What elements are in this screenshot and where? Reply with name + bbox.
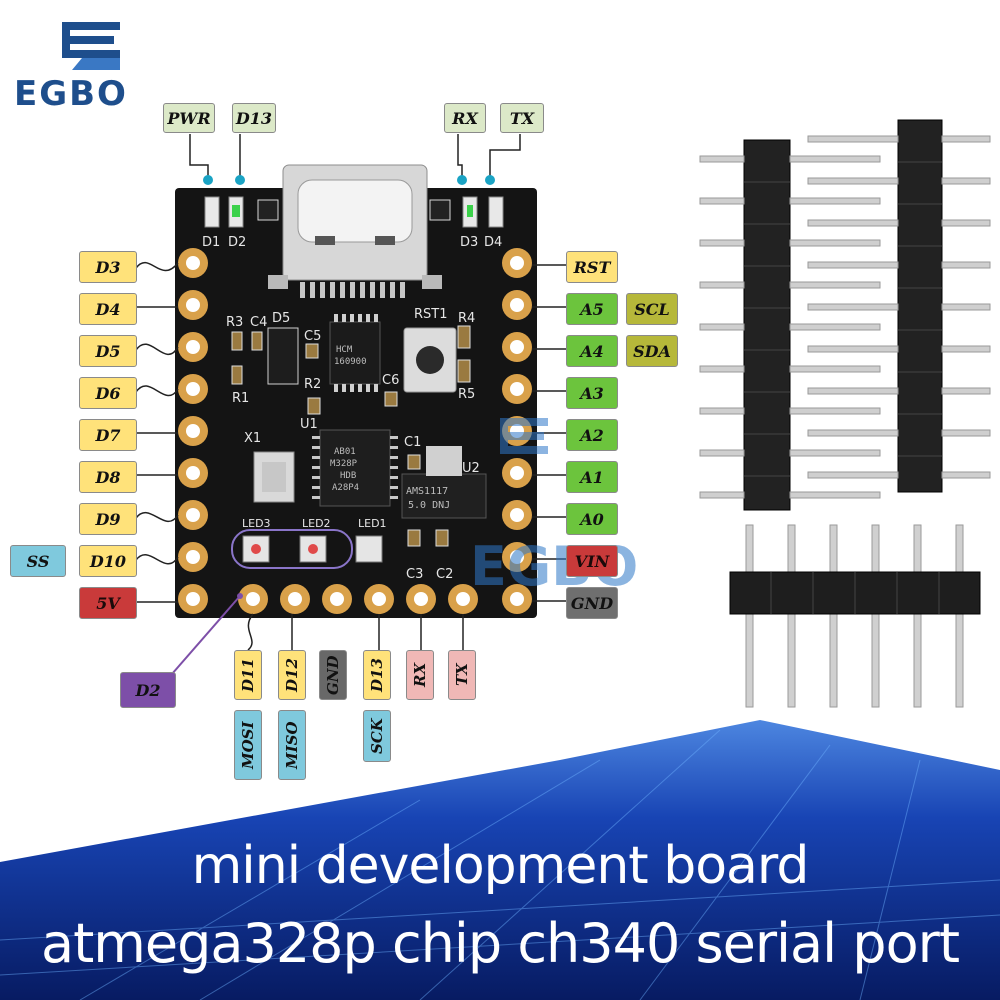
- silk-c3: C3: [406, 567, 423, 582]
- mcu-marking-3: HDB: [340, 471, 356, 481]
- pin-label-d10: D10: [79, 545, 137, 577]
- caption-background: [0, 720, 1000, 1000]
- pin-label-a1: A1: [566, 461, 618, 493]
- silk-d4: D4: [484, 235, 502, 250]
- pin-label-d3: D3: [79, 251, 137, 283]
- pin-label-rst: RST: [566, 251, 618, 283]
- pin-label-mosi: MOSI: [234, 710, 262, 780]
- pin-label-d6: D6: [79, 377, 137, 409]
- top-tx-label: TX: [500, 103, 544, 133]
- silk-c2: C2: [436, 567, 453, 582]
- silk-r5: R5: [458, 387, 475, 402]
- egbo-logo: EGBO: [14, 74, 128, 114]
- smd-components: [231, 314, 487, 569]
- caption-line-2: atmega328p chip ch340 serial port: [41, 912, 960, 975]
- pin-label-gnd-right: GND: [566, 587, 618, 619]
- pin-label-d12: D12: [278, 650, 306, 700]
- pwr-label: PWR: [163, 103, 215, 133]
- usb-chip-marking-1: HCM: [336, 345, 353, 355]
- pin-label-a4: A4: [566, 335, 618, 367]
- silk-r1: R1: [232, 391, 249, 406]
- silk-rst1: RST1: [414, 307, 448, 322]
- pin-header-tall: [743, 139, 791, 511]
- pin-label-gnd-bottom: GND: [319, 650, 347, 700]
- silk-c6: C6: [382, 373, 399, 388]
- pin-label-miso: MISO: [278, 710, 306, 780]
- top-d13-label: D13: [232, 103, 276, 133]
- pins-tall-2: [807, 135, 991, 479]
- mcu-marking-1: AB01: [334, 447, 356, 457]
- reg-marking-2: 5.0 DNJ: [408, 500, 450, 511]
- pin-header-tall-2: [897, 119, 943, 493]
- pin-label-ss: SS: [10, 545, 66, 577]
- pin-label-d11: D11: [234, 650, 262, 700]
- pin-label-a2: A2: [566, 419, 618, 451]
- silk-x1: X1: [244, 431, 261, 446]
- pin-label-d7: D7: [79, 419, 137, 451]
- silk-c5: C5: [304, 329, 321, 344]
- usb-chip-marking-2: 160900: [334, 357, 367, 367]
- left-pad-row: [178, 248, 208, 614]
- pin-label-a3: A3: [566, 377, 618, 409]
- silk-r2: R2: [304, 377, 321, 392]
- pin-label-scl: SCL: [626, 293, 678, 325]
- silk-d3: D3: [460, 235, 478, 250]
- silk-c1: C1: [404, 435, 421, 450]
- circuit-grid: [0, 729, 1000, 1000]
- pin-label-d13-bottom: D13: [363, 650, 391, 700]
- pin-label-5v: 5V: [79, 587, 137, 619]
- pin-label-d8: D8: [79, 461, 137, 493]
- silk-led3: LED3: [242, 517, 271, 530]
- pin-label-sck: SCK: [363, 710, 391, 762]
- reg-marking-1: AMS1117: [406, 486, 448, 497]
- silk-u1: U1: [300, 417, 318, 432]
- top-rx-label: RX: [444, 103, 486, 133]
- silk-r4: R4: [458, 311, 475, 326]
- silk-r3: R3: [226, 315, 243, 330]
- pin-label-a5: A5: [566, 293, 618, 325]
- top-leds: [204, 196, 504, 228]
- usb-c-connector: [268, 164, 442, 298]
- silk-u2: U2: [462, 461, 480, 476]
- caption-line-1: mini development board: [191, 836, 810, 896]
- pin-label-rx-bottom: RX: [406, 650, 434, 700]
- d2-pointer-line: [164, 595, 241, 683]
- pin-label-sda: SDA: [626, 335, 678, 367]
- silk-d1: D1: [202, 235, 220, 250]
- pin-label-d4: D4: [79, 293, 137, 325]
- pin-label-d2: D2: [120, 672, 176, 708]
- silk-led2: LED2: [302, 517, 331, 530]
- silk-d5: D5: [272, 311, 290, 326]
- pin-label-d5: D5: [79, 335, 137, 367]
- pins-tall: [699, 155, 881, 499]
- silk-led1: LED1: [358, 517, 387, 530]
- pin-header-short: [729, 524, 981, 708]
- pin-label-d9: D9: [79, 503, 137, 535]
- bottom-pad-row: [238, 584, 478, 614]
- leader-lines: [135, 134, 566, 651]
- silk-c4: C4: [250, 315, 267, 330]
- egbo-logo-mark: [62, 22, 120, 70]
- pin-label-a0: A0: [566, 503, 618, 535]
- pin-label-vin: VIN: [566, 545, 618, 577]
- silk-d2: D2: [228, 235, 246, 250]
- mcu-marking-4: A28P4: [332, 483, 359, 493]
- mcu-marking-2: M328P: [330, 459, 358, 469]
- pin-label-tx-bottom: TX: [448, 650, 476, 700]
